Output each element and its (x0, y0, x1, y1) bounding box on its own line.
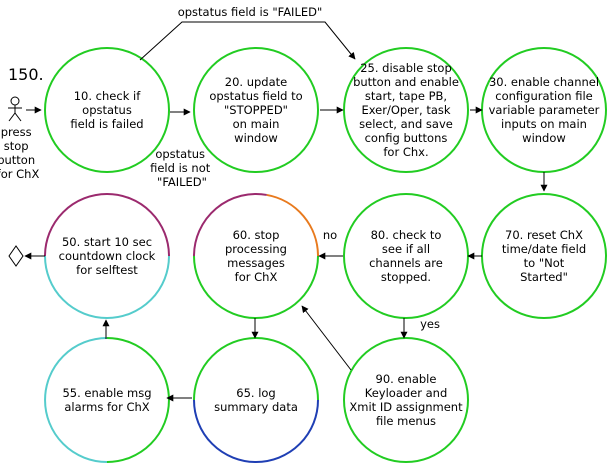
node-n25-outline-0 (343, 47, 470, 173)
node-n60-outline-2 (266, 193, 319, 257)
actor-icon (8, 96, 22, 122)
node-n30-outline-0 (481, 47, 608, 173)
node-n70-outline-0 (481, 193, 608, 319)
actor-label: press stop button for ChX (0, 125, 39, 181)
node-n50-outline-0 (44, 255, 170, 319)
node-n55-outline-1 (44, 337, 108, 463)
edge-label-failed: opstatus field is "FAILED" (178, 5, 323, 19)
node-n20-outline-0 (193, 47, 320, 173)
arrow-90-to-60 (301, 305, 352, 371)
terminal-diamond-icon (8, 245, 24, 267)
edge-label-yes: yes (420, 317, 440, 331)
edge-label-no: no (323, 228, 337, 242)
node-n60-outline-0 (193, 255, 319, 319)
node-n60-outline-1 (193, 193, 267, 257)
node-n65-outline-1 (193, 399, 319, 463)
flow-arrows (24, 21, 548, 402)
edge-label-not-failed: opstatus field is not "FAILED" (150, 147, 214, 189)
diagram-number: 150. (8, 65, 44, 84)
arrow-10-failed-to-25 (139, 21, 356, 61)
node-n50-outline-1 (44, 193, 170, 257)
node-n10-outline-0 (44, 47, 171, 173)
node-n90-outline-0 (343, 337, 470, 463)
